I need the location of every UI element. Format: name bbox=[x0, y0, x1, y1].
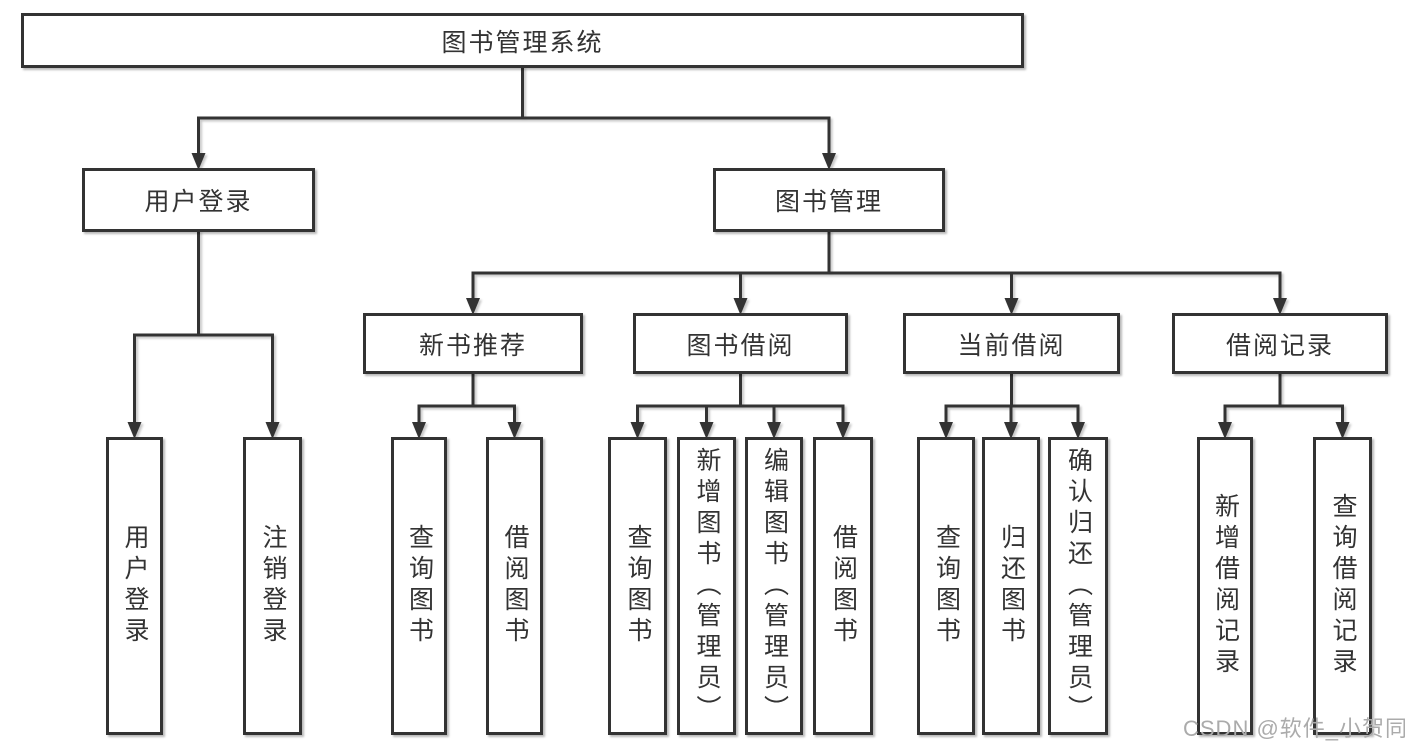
node-current-borrow: 当前借阅 bbox=[903, 313, 1120, 374]
node-bb-query-book: 查询图书 bbox=[608, 437, 667, 735]
node-label: 借阅图书 bbox=[829, 524, 858, 648]
node-user-login: 用户登录 bbox=[82, 168, 315, 232]
node-br-add-borrow-record: 新增借阅记录 bbox=[1197, 437, 1253, 735]
node-rec-borrow-book: 借阅图书 bbox=[486, 437, 543, 735]
node-bb-borrow-book: 借阅图书 bbox=[813, 437, 873, 735]
node-label: 归还图书 bbox=[997, 524, 1026, 648]
node-cb-query-book: 查询图书 bbox=[917, 437, 975, 735]
node-br-query-borrow-record: 查询借阅记录 bbox=[1313, 437, 1372, 735]
node-label: 查询图书 bbox=[624, 524, 652, 648]
node-label: 用户登录 bbox=[144, 188, 253, 216]
node-book-management: 图书管理 bbox=[713, 168, 945, 232]
node-bb-edit-book-admin: 编辑图书（管理员） bbox=[745, 437, 803, 735]
node-cb-return-book: 归还图书 bbox=[982, 437, 1040, 735]
node-label: 编辑图书（管理员） bbox=[760, 446, 789, 726]
node-label: 借阅记录 bbox=[1225, 331, 1334, 360]
node-library-management-system: 图书管理系统 bbox=[21, 13, 1024, 68]
node-label: 图书借阅 bbox=[686, 331, 795, 360]
node-borrow-record: 借阅记录 bbox=[1172, 313, 1388, 374]
node-label: 注销登录 bbox=[259, 524, 287, 648]
node-user-login-leaf: 用户登录 bbox=[106, 437, 163, 735]
node-book-borrow: 图书借阅 bbox=[633, 313, 848, 374]
node-label: 借阅图书 bbox=[501, 524, 529, 648]
node-new-book-recommend: 新书推荐 bbox=[363, 313, 583, 374]
node-rec-query-book: 查询图书 bbox=[391, 437, 447, 735]
node-label: 新书推荐 bbox=[418, 331, 527, 360]
node-cb-confirm-return-admin: 确认归还（管理员） bbox=[1048, 437, 1108, 735]
node-label: 新增图书（管理员） bbox=[693, 446, 721, 726]
node-logout: 注销登录 bbox=[243, 437, 302, 735]
node-label: 查询图书 bbox=[932, 524, 961, 648]
node-label: 图书管理系统 bbox=[441, 28, 604, 57]
node-label: 当前借阅 bbox=[957, 331, 1066, 360]
node-label: 新增借阅记录 bbox=[1211, 493, 1240, 679]
node-label: 用户登录 bbox=[121, 524, 149, 648]
node-label: 查询图书 bbox=[405, 524, 434, 648]
node-label: 查询借阅记录 bbox=[1329, 493, 1357, 679]
node-bb-add-book-admin: 新增图书（管理员） bbox=[677, 437, 736, 735]
watermark-csdn: CSDN @软件_小贺同学 bbox=[1183, 716, 1405, 741]
node-label: 图书管理 bbox=[774, 188, 883, 216]
node-label: 确认归还（管理员） bbox=[1064, 446, 1093, 726]
